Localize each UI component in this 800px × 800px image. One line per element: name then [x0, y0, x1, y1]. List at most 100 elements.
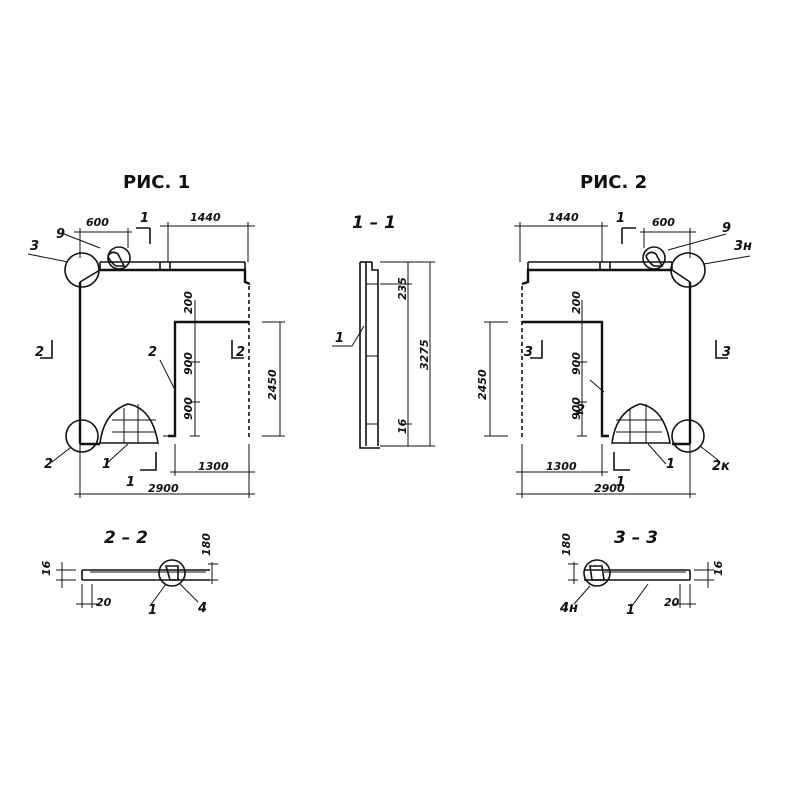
dim-200: 200 [182, 291, 195, 314]
label-2-inner: 2 [148, 345, 157, 360]
dim-16: 16 [396, 418, 409, 434]
section-1-marker-bottom [140, 452, 157, 471]
leader-2k [699, 445, 719, 461]
callout-circle-4n [583, 559, 611, 587]
window-grid-2 [616, 404, 662, 443]
callout-circle-3n [670, 252, 706, 288]
label-2-fig2: 2 [576, 403, 585, 418]
leader-1-1 [332, 325, 365, 347]
leader-4n [573, 585, 591, 605]
top-lock-detail [107, 251, 126, 267]
label-9-fig2: 9 [722, 221, 731, 236]
dim-1440: 1440 [190, 211, 221, 224]
section-2-2-title: 2 – 2 [104, 528, 148, 548]
door-opening-outline [168, 320, 249, 438]
section-1-1-profile [359, 262, 380, 449]
dim-2450-fig2: 2450 [476, 369, 489, 400]
dim-900-a-fig2: 900 [570, 352, 583, 375]
label-1-fig2: 1 [666, 457, 675, 472]
label-1: 1 [102, 457, 111, 472]
window-grid [112, 404, 156, 443]
dim-2900-line-2 [516, 444, 696, 498]
dim-2450-line-2 [484, 321, 508, 437]
label-1-3-3: 1 [626, 603, 635, 618]
callout-circle-2k [671, 419, 705, 453]
figure-1-title: РИС. 1 [123, 172, 190, 193]
section-3-3-title: 3 – 3 [614, 528, 658, 548]
leader-1-3-3 [631, 583, 649, 607]
callout-circle-4 [158, 559, 186, 587]
leader-1 [105, 443, 129, 465]
dim-1440-fig2: 1440 [548, 211, 579, 224]
leader-2-inner-fig2 [589, 379, 605, 393]
figure-2: РИС. 2 1440 600 1 9 3н 3 3 200 900 900 2… [476, 172, 752, 498]
section-1-label-top-fig2: 1 [616, 211, 625, 226]
panel2-top-edge [521, 268, 672, 286]
section-2-2-lock-profile [164, 565, 179, 581]
section-1-1-dims [380, 261, 435, 447]
label-3n: 3н [734, 239, 752, 254]
section-2-label-left: 2 [35, 345, 44, 360]
leader-2-inner [159, 359, 176, 391]
label-1-2-2: 1 [148, 603, 157, 618]
dim-16-line-2-2 [56, 562, 76, 588]
door-vertical-dims-2 [577, 300, 587, 437]
section-3-3-lock-profile [589, 565, 605, 581]
dim-235: 235 [396, 277, 409, 300]
top-lock-detail-2 [645, 251, 664, 267]
panel-top-rim [99, 261, 246, 270]
dim-20-2-2: 20 [96, 596, 112, 609]
section-2-2-plate [81, 569, 210, 581]
label-2k: 2к [712, 459, 731, 474]
section-2-label-right: 2 [236, 345, 245, 360]
dim-1300-line [170, 444, 255, 476]
label-2: 2 [44, 457, 53, 472]
section-1-1: 1 – 1 235 3275 16 1 [332, 213, 435, 449]
section-1-1-ribs [366, 283, 378, 425]
door-vertical-dims [190, 300, 200, 437]
dim-2450: 2450 [266, 369, 279, 400]
section-1-label-bottom-fig2: 1 [616, 475, 625, 490]
section-3-label-right: 3 [722, 345, 731, 360]
label-3: 3 [30, 239, 39, 254]
label-4n: 4н [559, 601, 578, 616]
door-opening-outline-2 [522, 320, 609, 438]
section-3-label-left: 3 [524, 345, 533, 360]
dim-900-a: 900 [182, 352, 195, 375]
dim-180-3-3: 180 [560, 533, 573, 556]
section-1-1-title: 1 – 1 [352, 213, 396, 233]
dim-900-b-fig2: 900 [570, 397, 583, 420]
dim-16-line-3-3 [694, 562, 714, 588]
dim-16-3-3: 16 [712, 560, 725, 576]
section-3-3: 3 – 3 180 16 20 4н 1 [559, 528, 725, 618]
dim-1300-fig2: 1300 [546, 460, 577, 473]
dim-180-2-2: 180 [200, 533, 213, 556]
leader-9-fig2 [667, 233, 727, 251]
dim-600-fig2: 600 [652, 216, 675, 229]
section-2-marker-right [231, 340, 244, 359]
dim-20-3-3: 20 [664, 596, 680, 609]
dim-1440-line-2 [514, 222, 608, 262]
dim-2900: 2900 [148, 482, 179, 495]
leader-9 [63, 233, 101, 249]
dim-20-line-3-3 [674, 584, 696, 608]
dim-600: 600 [86, 216, 109, 229]
figure-2-title: РИС. 2 [580, 172, 647, 193]
panel2-top-right-corner [671, 269, 691, 283]
leader-2 [51, 447, 71, 463]
dim-1300-line-2 [516, 444, 608, 476]
section-2-marker-left [40, 340, 53, 359]
bottom-arch-window-2 [611, 403, 671, 444]
dim-600-line [74, 228, 132, 258]
bottom-arch-window [99, 403, 159, 444]
dim-200-fig2: 200 [570, 291, 583, 314]
dim-20-line-2-2 [76, 584, 98, 608]
dim-2900-line [74, 444, 255, 498]
leader-3 [27, 253, 69, 263]
section-1-label-bottom: 1 [126, 475, 135, 490]
dim-2900-fig2: 2900 [594, 482, 625, 495]
label-9: 9 [56, 227, 65, 242]
leader-3n [703, 255, 751, 265]
